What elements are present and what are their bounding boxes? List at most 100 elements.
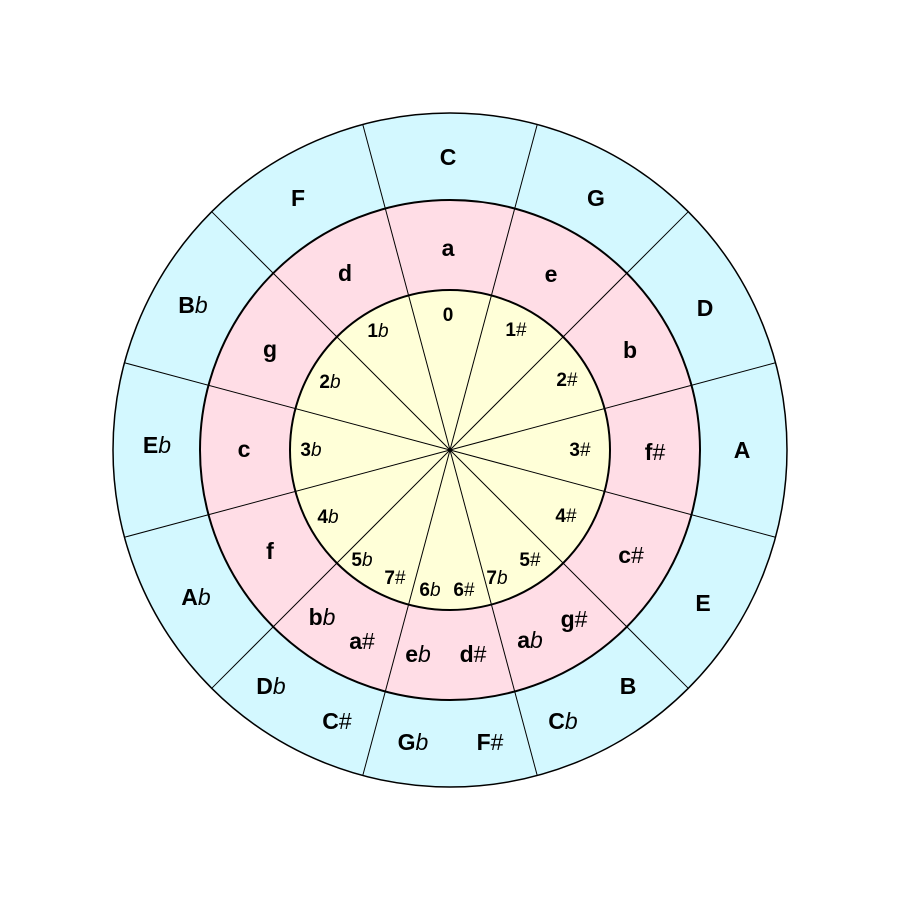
- flat-sign: b: [565, 708, 578, 734]
- note-name: B: [620, 673, 637, 699]
- sharp-sign: #: [631, 542, 644, 568]
- sector-divider: [124, 362, 451, 451]
- sharp-sign: #: [516, 320, 527, 341]
- minor-key-label: a: [442, 235, 455, 261]
- note-name: G: [398, 729, 416, 755]
- note-name: 1: [505, 320, 516, 341]
- minor-key-label: g#: [561, 606, 588, 632]
- sector-divider: [211, 211, 451, 451]
- sector-divider: [449, 124, 538, 451]
- major-key-label: Gb: [398, 729, 429, 755]
- key-signature-label: 2#: [556, 370, 578, 391]
- outer-border: [112, 112, 788, 788]
- key-signature-label: 7#: [384, 568, 406, 589]
- note-name: 7: [486, 568, 497, 589]
- flat-sign: b: [158, 432, 171, 458]
- sector-divider: [449, 449, 776, 538]
- sharp-sign: #: [575, 606, 588, 632]
- key-signature-label: 1b: [367, 321, 388, 342]
- flat-sign: b: [323, 604, 336, 630]
- note-name: D: [697, 295, 714, 321]
- minor-key-label: f: [266, 538, 274, 564]
- minor-key-label: c: [238, 436, 251, 462]
- sharp-sign: #: [339, 708, 352, 734]
- major-key-label: F: [291, 185, 305, 211]
- sector-dividers: [124, 124, 776, 776]
- minor-key-label: ab: [517, 627, 543, 653]
- minor-key-label: bb: [309, 604, 336, 630]
- key-signature-label: 5#: [519, 550, 541, 571]
- flat-sign: b: [530, 627, 543, 653]
- note-name: b: [309, 604, 323, 630]
- major-key-label: B: [620, 673, 637, 699]
- sharp-sign: #: [566, 506, 577, 527]
- key-signature-label: 6#: [453, 580, 475, 601]
- sharp-sign: #: [474, 641, 487, 667]
- flat-sign: b: [378, 321, 389, 342]
- note-name: 2: [556, 370, 567, 391]
- note-name: F: [477, 729, 491, 755]
- note-name: 5: [351, 550, 362, 571]
- flat-sign: b: [328, 507, 339, 528]
- note-name: C: [322, 708, 339, 734]
- flat-sign: b: [198, 584, 211, 610]
- note-name: c: [238, 436, 251, 462]
- major-key-label: G: [587, 185, 605, 211]
- note-name: a: [349, 628, 362, 654]
- key-signature-label: 3#: [569, 440, 591, 461]
- sharp-sign: #: [491, 729, 504, 755]
- major-key-label: C#: [322, 708, 352, 734]
- minor-key-label: g: [263, 336, 277, 362]
- note-name: F: [291, 185, 305, 211]
- sector-divider: [362, 449, 451, 776]
- note-name: f: [645, 439, 653, 465]
- sharp-sign: #: [362, 628, 375, 654]
- note-name: 7: [384, 568, 395, 589]
- flat-sign: b: [416, 729, 429, 755]
- sharp-sign: #: [580, 440, 591, 461]
- note-name: D: [256, 673, 273, 699]
- note-name: B: [178, 292, 195, 318]
- sector-divider: [449, 362, 776, 451]
- key-signature-label: 4b: [317, 507, 338, 528]
- flat-sign: b: [430, 580, 441, 601]
- note-name: A: [181, 584, 198, 610]
- note-name: f: [266, 538, 274, 564]
- note-name: 4: [317, 507, 328, 528]
- note-name: e: [545, 261, 558, 287]
- minor-key-label: d#: [460, 641, 487, 667]
- note-name: a: [442, 235, 455, 261]
- flat-sign: b: [497, 568, 508, 589]
- major-key-label: Eb: [143, 432, 171, 458]
- sharp-sign: #: [567, 370, 578, 391]
- note-name: g: [561, 606, 575, 632]
- labels: CGDAEBCbF#GbC#DbAbEbBbFaebf#c#g#abd#eba#…: [143, 144, 750, 755]
- note-name: 2: [319, 372, 330, 393]
- note-name: 6: [453, 580, 464, 601]
- sector-divider: [211, 449, 451, 689]
- note-name: 3: [569, 440, 580, 461]
- major-key-label: Ab: [181, 584, 211, 610]
- note-name: C: [440, 144, 457, 170]
- note-name: E: [695, 590, 710, 616]
- note-name: e: [405, 641, 418, 667]
- key-signature-label: 7b: [486, 568, 507, 589]
- major-key-label: Db: [256, 673, 286, 699]
- major-key-label: A: [734, 437, 751, 463]
- key-signature-label: 2b: [319, 372, 340, 393]
- flat-sign: b: [330, 372, 341, 393]
- key-signature-label: 4#: [555, 506, 577, 527]
- sharp-sign: #: [464, 580, 475, 601]
- minor-key-label: c#: [618, 542, 644, 568]
- note-name: d: [338, 260, 352, 286]
- sharp-sign: #: [395, 568, 406, 589]
- note-name: c: [618, 542, 631, 568]
- note-name: a: [517, 627, 530, 653]
- sector-divider: [449, 449, 689, 689]
- flat-sign: b: [362, 550, 373, 571]
- major-key-label: Bb: [178, 292, 208, 318]
- note-name: 0: [443, 305, 454, 326]
- note-name: C: [548, 708, 565, 734]
- flat-sign: b: [311, 440, 322, 461]
